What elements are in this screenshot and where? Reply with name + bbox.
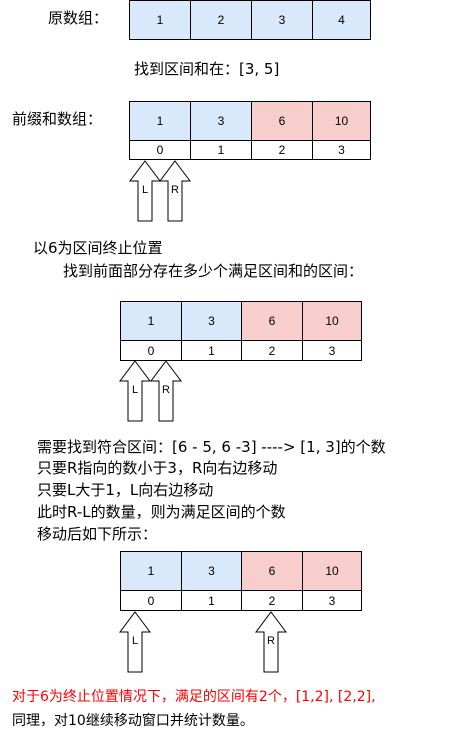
original-array-cell: 3 xyxy=(251,0,313,40)
prefix-array-label: 前缀和数组： xyxy=(12,110,103,128)
original-array-label: 原数组： xyxy=(48,9,109,27)
left-pointer-arrow: L xyxy=(119,611,151,673)
left-pointer-label: L xyxy=(142,184,148,196)
prefix-array-cell: 3 xyxy=(190,101,252,141)
prefix-array-cell: 1 xyxy=(120,301,182,341)
explain-line3: 只要L大于1，L向右边移动 xyxy=(37,481,214,499)
explain-line4: 此时R-L的数量，则为满足区间的个数 xyxy=(37,503,286,521)
explain-line1: 需要找到符合区间：[6 - 5, 6 -3] ----> [1, 3]的个数 xyxy=(37,438,386,456)
right-pointer-label: R xyxy=(171,184,179,196)
index-cell: 3 xyxy=(312,140,371,160)
right-pointer-arrow: R xyxy=(255,611,287,673)
index-cell: 0 xyxy=(129,140,191,160)
index-cell: 2 xyxy=(241,590,303,611)
index-cell: 0 xyxy=(120,340,182,361)
right-pointer-arrow: R xyxy=(159,160,191,222)
index-cell: 3 xyxy=(302,590,362,611)
prefix-array-cell: 6 xyxy=(241,301,303,341)
prefix-array-cell: 6 xyxy=(251,101,313,141)
index-cell: 0 xyxy=(120,590,182,611)
prefix-array-cell: 10 xyxy=(302,301,362,341)
right-pointer-arrow: R xyxy=(150,360,182,422)
prefix-array-cell: 1 xyxy=(129,101,191,141)
prefix-array-cell: 10 xyxy=(312,101,371,141)
conclusion-line1: 对于6为终止位置情况下，满足的区间有2个，[1,2], [2,2], xyxy=(12,689,376,705)
right-pointer-label: R xyxy=(267,635,275,647)
left-pointer-arrow: L xyxy=(129,160,161,222)
original-array-cell: 1 xyxy=(129,0,191,40)
index-cell: 1 xyxy=(190,140,252,160)
index-cell: 2 xyxy=(251,140,313,160)
step-text-line1: 以6为区间终止位置 xyxy=(33,239,163,257)
find-range-text: 找到区间和在：[3, 5] xyxy=(134,60,280,78)
right-pointer-label: R xyxy=(162,384,170,396)
index-cell: 3 xyxy=(302,340,362,361)
left-pointer-arrow: L xyxy=(119,360,151,422)
explain-line2: 只要R指向的数小于3，R向右边移动 xyxy=(37,459,278,477)
original-array-cell: 2 xyxy=(190,0,252,40)
prefix-array-cell: 3 xyxy=(181,551,242,591)
left-pointer-label: L xyxy=(132,384,138,396)
prefix-array-cell: 1 xyxy=(120,551,182,591)
explain-line5: 移动后如下所示： xyxy=(37,525,158,543)
index-cell: 1 xyxy=(181,590,242,611)
conclusion-line2: 同理，对10继续移动窗口并统计数量。 xyxy=(12,713,254,729)
prefix-array-cell: 3 xyxy=(181,301,242,341)
index-cell: 1 xyxy=(181,340,242,361)
left-pointer-label: L xyxy=(132,635,138,647)
index-cell: 2 xyxy=(241,340,303,361)
step-text-line2: 找到前面部分存在多少个满足区间和的区间： xyxy=(63,262,364,280)
prefix-array-cell: 10 xyxy=(302,551,362,591)
prefix-array-cell: 6 xyxy=(241,551,303,591)
original-array-cell: 4 xyxy=(312,0,371,40)
